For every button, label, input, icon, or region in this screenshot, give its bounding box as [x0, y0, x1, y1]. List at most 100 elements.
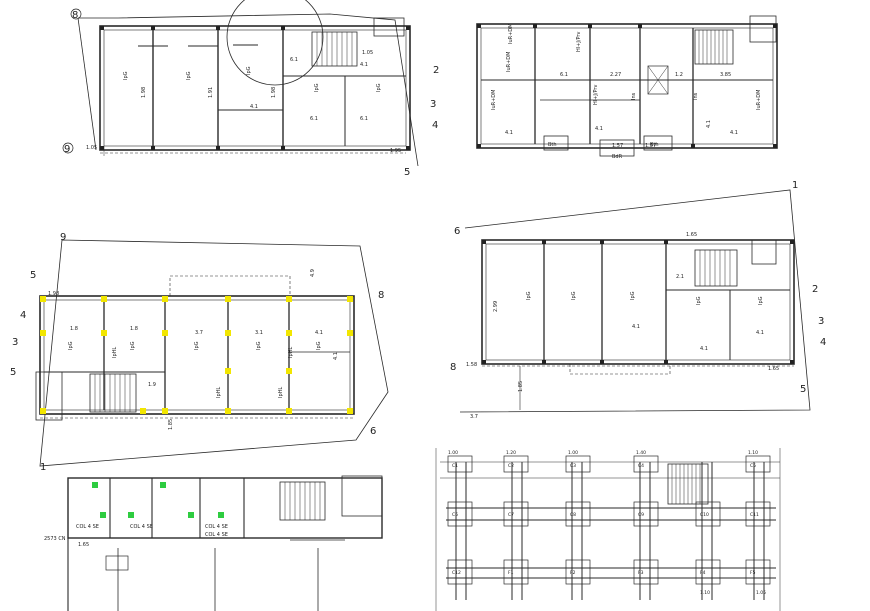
column-label: C7 — [508, 512, 514, 518]
plan-label: 2573 CN — [44, 536, 66, 542]
column-label: C10 — [700, 512, 709, 518]
room-label: IuR+DM — [508, 24, 514, 44]
dimension-label: 4.1 — [595, 126, 603, 132]
dimension-label: 4.9 — [310, 269, 316, 277]
floor-plan-1: IpG IpG IpG IpG IpG 1.05 1.98 1.91 1.98 … — [62, 0, 439, 178]
dimension-label: 1.8 — [130, 326, 138, 332]
room-label: Hl+J/Prv — [576, 32, 582, 52]
dimension-label: 1.95 — [390, 148, 401, 154]
room-label: IpG — [123, 71, 129, 80]
grid-marker: 2 — [433, 65, 439, 76]
structural-columns — [40, 296, 353, 414]
dimension-label: 3.85 — [720, 72, 731, 78]
room-label: IpG — [194, 341, 200, 350]
dimension-label: 3.7 — [470, 414, 478, 420]
dimension-label: 1.98 — [48, 291, 59, 297]
dimension-label: 4.1 — [730, 130, 738, 136]
dimension-label: 1.05 — [86, 145, 97, 151]
dimension-label: 4.1 — [333, 352, 339, 360]
grid-marker: 5 — [800, 384, 806, 395]
footing-label: F5 — [750, 570, 756, 576]
dimension-label: 1.00 — [448, 450, 458, 456]
column-tag: COL 4 SE — [130, 524, 153, 530]
column-label: C9 — [638, 512, 644, 518]
column-label: C4 — [638, 463, 644, 469]
dimension-label: 1.9 — [148, 382, 156, 388]
column-label: C2 — [508, 463, 514, 469]
room-label: IpG — [630, 291, 636, 300]
floor-plan-2: IuR+DM IuR+DM IuR+DM IuR+DM Hl+J/Prv Hl+… — [476, 15, 778, 160]
room-label: IpG — [130, 341, 136, 350]
dimension-label: 1.98 — [141, 87, 147, 98]
grid-marker: 4 — [432, 120, 438, 131]
dimension-label: 1.10 — [700, 590, 710, 596]
room-label: IpG — [314, 83, 320, 92]
grid-marker: 5 — [404, 167, 410, 178]
dimension-label: 1.65 — [768, 366, 779, 372]
dimension-label: 2.1 — [676, 274, 684, 280]
floor-plan-3: IpG IpG IpG IpG IpG IpHL IpHL IpHL IpHL … — [10, 232, 389, 473]
grid-marker: 5 — [30, 270, 36, 281]
dimension-label: 6.1 — [310, 116, 318, 122]
dimension-label: 1.10 — [748, 450, 758, 456]
dimension-label: 1.8 — [70, 326, 78, 332]
footing-label: F1 — [508, 570, 514, 576]
dimension-label: 1.85 — [168, 419, 174, 430]
dimension-label: 4.1 — [706, 120, 712, 128]
dimension-label: 1.40 — [636, 450, 646, 456]
dimension-label: 4.1 — [250, 104, 258, 110]
room-label: IpG — [316, 341, 322, 350]
room-label: IpG — [376, 83, 382, 92]
room-label: Hl+J/Prv — [593, 85, 599, 105]
room-label: IpHL — [112, 347, 118, 358]
dimension-label: 1.05 — [362, 50, 373, 56]
grid-marker: 2 — [812, 284, 818, 295]
dimension-label: 1.85 — [518, 381, 524, 392]
column-label: C12 — [452, 570, 461, 576]
dimension-label: 1.91 — [208, 87, 214, 98]
dimension-label: 1.65 — [78, 542, 89, 548]
dimension-label: 3.1 — [255, 330, 263, 336]
dimension-label: 4.1 — [756, 330, 764, 336]
room-label: IuR+DM — [491, 90, 497, 110]
grid-marker: 3 — [818, 316, 824, 327]
room-label: Bth — [548, 142, 557, 148]
dimension-label: 4.1 — [700, 346, 708, 352]
room-label: IpG — [696, 296, 702, 305]
floor-plan-5: 2573 CN 1.65 COL 4 SE COL 4 SE COL 4 SE … — [44, 475, 383, 611]
room-label: Bth — [650, 142, 659, 148]
grid-marker: 1 — [40, 462, 46, 473]
room-label: IuR+DM — [506, 52, 512, 72]
column-label: C6 — [452, 512, 458, 518]
footing-label: F4 — [700, 570, 706, 576]
room-label: IpG — [186, 71, 192, 80]
grid-marker: 8 — [450, 362, 456, 373]
dimension-label: 6.1 — [290, 57, 298, 63]
dimension-label: 1.58 — [466, 362, 477, 368]
room-label: IuR+DM — [756, 90, 762, 110]
grid-marker: 6 — [454, 226, 460, 237]
dimension-label: 4.1 — [315, 330, 323, 336]
dimension-label: 1.05 — [756, 590, 766, 596]
room-label: IpG — [246, 66, 252, 75]
grid-marker: 3 — [430, 99, 436, 110]
room-label: IpG — [571, 291, 577, 300]
room-label: IpG — [758, 296, 764, 305]
dimension-label: 1.20 — [506, 450, 516, 456]
grid-marker: 1 — [792, 180, 798, 191]
grid-marker: 9 — [64, 144, 70, 155]
room-label: Ins — [693, 92, 699, 100]
dimension-label: 1.00 — [568, 450, 578, 456]
dimension-label: 2.99 — [493, 301, 499, 312]
dimension-label: 6.1 — [360, 116, 368, 122]
dimension-label: 4.1 — [505, 130, 513, 136]
grid-marker: 9 — [60, 232, 66, 243]
dimension-label: 2.27 — [610, 72, 621, 78]
room-label: IpHL — [216, 387, 222, 398]
grid-marker: 4 — [820, 337, 826, 348]
dimension-label: 4.1 — [632, 324, 640, 330]
grid-marker: 3 — [12, 337, 18, 348]
grid-marker: 6 — [370, 426, 376, 437]
column-tag: COL 4 SE — [76, 524, 99, 530]
